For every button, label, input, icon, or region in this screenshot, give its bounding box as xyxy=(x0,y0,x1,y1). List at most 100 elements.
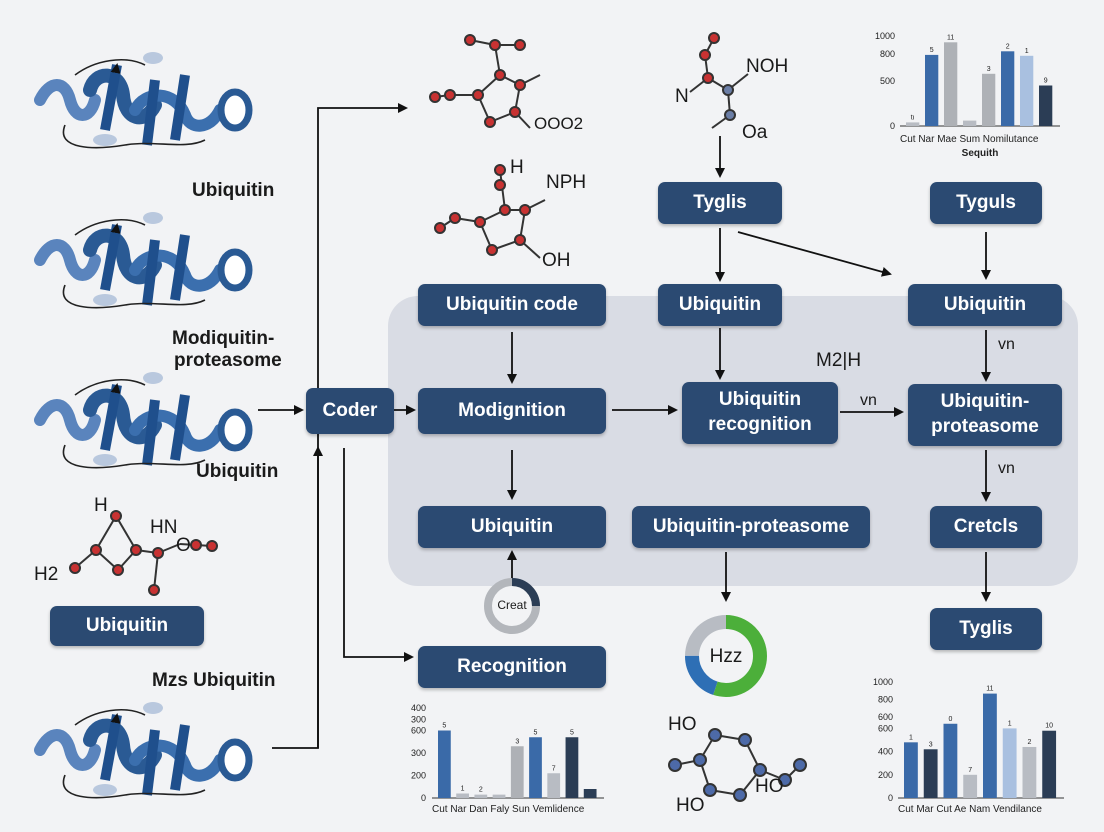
y-tick-label: 0 xyxy=(890,121,895,131)
bar xyxy=(1002,728,1017,798)
atom-ho-top-label: HO xyxy=(668,714,697,735)
y-tick-label: 600 xyxy=(411,726,426,736)
atom-hn-label: HN xyxy=(150,517,178,538)
bar-data-label: 10 xyxy=(1045,723,1053,730)
bar xyxy=(1042,730,1057,798)
y-tick-label: 400 xyxy=(878,747,893,757)
bar xyxy=(438,730,451,798)
ubiquitin-code-box[interactable]: Ubiquitin code xyxy=(418,284,606,326)
bar-data-label: 1 xyxy=(1008,720,1012,727)
x-category-labels: Cut Nar Mae Sum Nomilutance xyxy=(900,134,1039,145)
atom-oh-label: OH xyxy=(542,250,571,271)
bar-data-label: 1 xyxy=(909,734,913,741)
bar-data-label: 3 xyxy=(515,738,519,745)
ubiquitin-proteasome-box[interactable]: Ubiquitin-proteasome xyxy=(632,506,870,548)
x-category-labels: Cut Mar Cut Ae Nam Vendilance xyxy=(898,804,1042,815)
atom-o-label: O xyxy=(176,535,191,556)
bar xyxy=(1001,51,1015,126)
bar-data-label: 3 xyxy=(987,66,991,73)
ubiquitin-label-2: Ubiquitin xyxy=(196,461,279,482)
ubiquitin-mid-box[interactable]: Ubiquitin xyxy=(418,506,606,548)
bar-data-label: 2 xyxy=(1006,43,1010,50)
vn-label-2: vn xyxy=(860,392,877,409)
bar-data-label: 7 xyxy=(968,767,972,774)
bar-data-label: 1 xyxy=(1025,48,1029,55)
bar xyxy=(547,773,561,798)
ubiquitin-top-mid-box[interactable]: Ubiquitin xyxy=(658,284,782,326)
bar xyxy=(963,774,978,798)
y-tick-label: 300 xyxy=(411,714,426,724)
mzs-ubiquitin-label: Mzs Ubiquitin xyxy=(152,670,276,691)
bar-data-label: 2 xyxy=(479,787,483,794)
bar xyxy=(983,693,997,798)
atom-ho-right-label: HO xyxy=(755,776,784,797)
molecule-top-mid xyxy=(689,32,749,129)
bar xyxy=(565,737,579,798)
coder-box[interactable]: Coder xyxy=(306,388,394,434)
donut-creat xyxy=(484,578,540,634)
atom-nph-label: NPH xyxy=(546,172,587,193)
y-tick-label: 0 xyxy=(421,793,426,803)
recognition-box[interactable]: Recognition xyxy=(418,646,606,688)
bar xyxy=(925,54,939,126)
bar-data-label: 5 xyxy=(930,47,934,54)
donut-hzz xyxy=(685,615,767,697)
donut-hzz-label: Hzz xyxy=(709,646,743,667)
ubiquitin-proteasome-right-box[interactable]: Ubiquitin-proteasome xyxy=(908,384,1062,446)
ubiquitin-right-box[interactable]: Ubiquitin xyxy=(908,284,1062,326)
y-tick-label: 600 xyxy=(878,723,893,733)
ubiquitin-recognition-box[interactable]: Ubiquitin recognition xyxy=(682,382,838,444)
atom-ooo2-label: OOO2 xyxy=(534,114,584,133)
m2h-label: M2|H xyxy=(816,350,862,371)
bar xyxy=(474,794,488,798)
y-tick-label: 800 xyxy=(878,694,893,704)
bar xyxy=(982,73,996,126)
bar xyxy=(1022,746,1037,798)
molecule-left xyxy=(69,510,218,596)
modiquitin-label-line2: proteasome xyxy=(174,350,282,371)
bar xyxy=(1020,55,1034,126)
tyguls-box[interactable]: Tyguls xyxy=(930,182,1042,224)
tyglis-bottom-box[interactable]: Tyglis xyxy=(930,608,1042,650)
atom-ho-bottom-label: HO xyxy=(676,795,705,816)
vn-label-1: vn xyxy=(998,336,1015,353)
bar-data-label: 0 xyxy=(948,716,952,723)
bar-data-label: 7 xyxy=(552,765,556,772)
y-tick-label: 1000 xyxy=(873,677,893,687)
bar-data-label: 2 xyxy=(1027,739,1031,746)
bar xyxy=(943,723,958,798)
bar-data-label: 5 xyxy=(442,723,446,730)
bar-data-label: 11 xyxy=(986,686,993,693)
bar-data-label: 3 xyxy=(929,741,933,748)
bar-data-label: 9 xyxy=(1044,78,1048,85)
y-tick-label: 500 xyxy=(880,76,895,86)
tyglis-top-box[interactable]: Tyglis xyxy=(658,182,782,224)
y-tick-label: 800 xyxy=(880,49,895,59)
bar xyxy=(906,122,920,126)
bar xyxy=(904,742,918,798)
y-tick-label: 600 xyxy=(878,712,893,722)
donut-hzz-segment xyxy=(685,615,767,697)
y-tick-label: 1000 xyxy=(875,31,895,41)
bar xyxy=(529,737,542,798)
y-tick-label: 400 xyxy=(411,703,426,713)
y-tick-label: 300 xyxy=(411,748,426,758)
modignition-box[interactable]: Modignition xyxy=(418,388,606,434)
molecule-mid xyxy=(434,164,546,259)
atom-h2-label: H2 xyxy=(34,564,59,585)
vn-label-3: vn xyxy=(998,460,1015,477)
donut-creat-label: Creat xyxy=(497,598,527,612)
ubiquitin-left-box[interactable]: Ubiquitin xyxy=(50,606,204,646)
molecule-bottom xyxy=(668,728,807,802)
cretcls-box[interactable]: Cretcls xyxy=(930,506,1042,548)
atom-n-label: N xyxy=(675,86,689,107)
bar xyxy=(923,749,938,798)
bar-data-label: 5 xyxy=(534,729,538,736)
bar xyxy=(1039,85,1053,126)
bar-data-label: tı xyxy=(911,114,915,121)
molecule-top xyxy=(429,34,541,129)
ubiquitin-label-1: Ubiquitin xyxy=(192,180,275,201)
